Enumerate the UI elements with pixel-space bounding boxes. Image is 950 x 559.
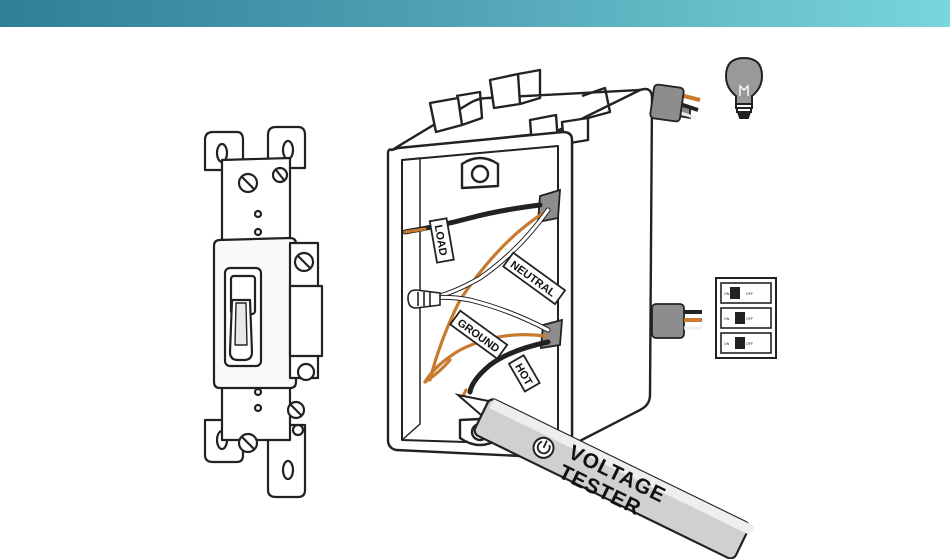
wire-nut — [408, 290, 440, 308]
breaker-toggle — [735, 312, 745, 324]
light-switch — [205, 127, 322, 497]
breaker-toggle — [730, 287, 740, 299]
breaker-on-label: ON — [724, 292, 730, 296]
breaker-off-label: OFF — [746, 317, 753, 321]
breaker-on-label: ON — [724, 342, 730, 346]
breaker-row: ON OFF — [721, 333, 771, 353]
light-bulb-icon — [726, 58, 762, 118]
breaker-row: ON OFF — [721, 308, 771, 328]
breaker-off-label: OFF — [746, 342, 753, 346]
breaker-panel-icon: ON OFF ON OFF ON OFF — [716, 278, 776, 358]
breaker-off-label: OFF — [746, 292, 753, 296]
breaker-on-label: ON — [724, 317, 730, 321]
breaker-row: ON OFF — [721, 283, 771, 303]
breaker-toggle — [735, 337, 745, 349]
